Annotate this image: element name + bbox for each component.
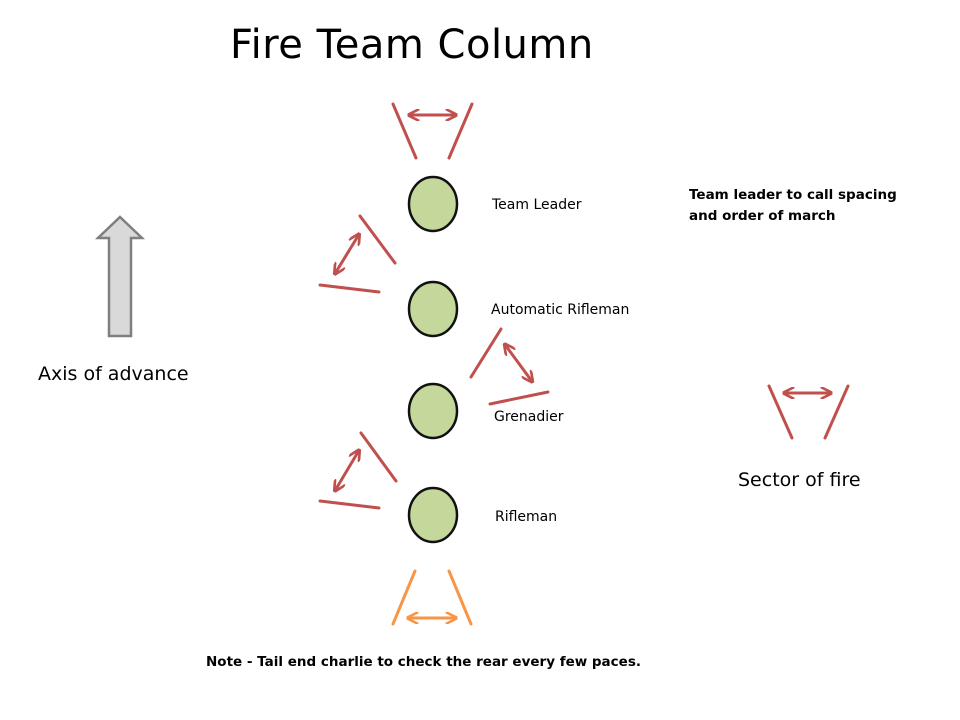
sector-of-fire-label: Sector of fire (738, 469, 861, 491)
sector-of-fire-rear (391, 569, 473, 626)
sector-of-fire-rifleman (318, 431, 398, 510)
rear-check-note: Note - Tail end charlie to check the rea… (206, 654, 641, 670)
member-label-rifleman: Rifleman (495, 509, 558, 525)
member-marker-grenadier (407, 382, 459, 440)
sector-of-fire-grenadier (469, 327, 550, 406)
sector-of-fire-legend-icon (767, 384, 850, 440)
spacing-note-line-2: and order of march (689, 208, 836, 224)
member-marker-automatic-rifleman (407, 280, 459, 338)
axis-of-advance-label: Axis of advance (38, 363, 189, 385)
sector-of-fire-automatic-rifleman (318, 214, 397, 294)
axis-of-advance-arrow-icon (94, 215, 146, 338)
spacing-note: Team leader to call spacing and order of… (689, 185, 897, 227)
spacing-note-line-1: Team leader to call spacing (689, 187, 897, 203)
member-marker-team-leader (407, 175, 459, 233)
member-label-automatic-rifleman: Automatic Rifleman (491, 302, 630, 318)
sector-of-fire-team-leader (391, 102, 474, 160)
member-label-team-leader: Team Leader (492, 197, 582, 213)
member-marker-rifleman (407, 486, 459, 544)
member-label-grenadier: Grenadier (494, 409, 564, 425)
diagram-title: Fire Team Column (230, 22, 594, 68)
